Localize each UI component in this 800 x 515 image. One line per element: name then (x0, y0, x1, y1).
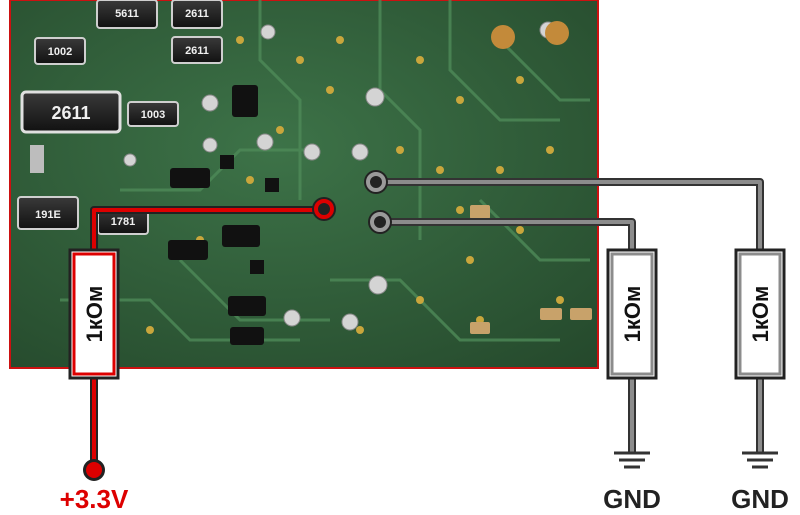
pcb-copper-pads (491, 21, 569, 49)
chip-marking: 1781 (111, 216, 135, 228)
chip-marking: 2611 (185, 45, 209, 57)
power-label: +3.3V (60, 484, 129, 514)
resistor-label: 1кОм (748, 286, 773, 343)
ground-wires (376, 178, 764, 452)
gnd-label: GND (603, 484, 661, 514)
chip-marking: 1002 (48, 46, 72, 58)
pcb-connection-points (312, 170, 392, 234)
chip-marking: 5611 (115, 8, 139, 20)
power-terminal (83, 459, 105, 481)
chip-marking: 2611 (51, 103, 90, 123)
resistor-label: 1кОм (82, 286, 107, 343)
chip-marking: 2611 (185, 8, 209, 20)
chip-marking: 191E (35, 209, 61, 221)
gnd-label: GND (731, 484, 789, 514)
resistor-ground-1: 1кОм (606, 248, 658, 380)
resistor-label: 1кОм (620, 286, 645, 343)
ground-symbol-2 (742, 451, 778, 469)
power-wire (90, 206, 322, 468)
pcb-smd-components (17, 0, 592, 345)
pcb-test-pads (123, 21, 557, 331)
ground-symbol-1 (614, 451, 650, 469)
resistor-power: 1кОм (68, 248, 120, 380)
chip-marking: 1003 (141, 109, 165, 121)
resistor-ground-2: 1кОм (734, 248, 786, 380)
